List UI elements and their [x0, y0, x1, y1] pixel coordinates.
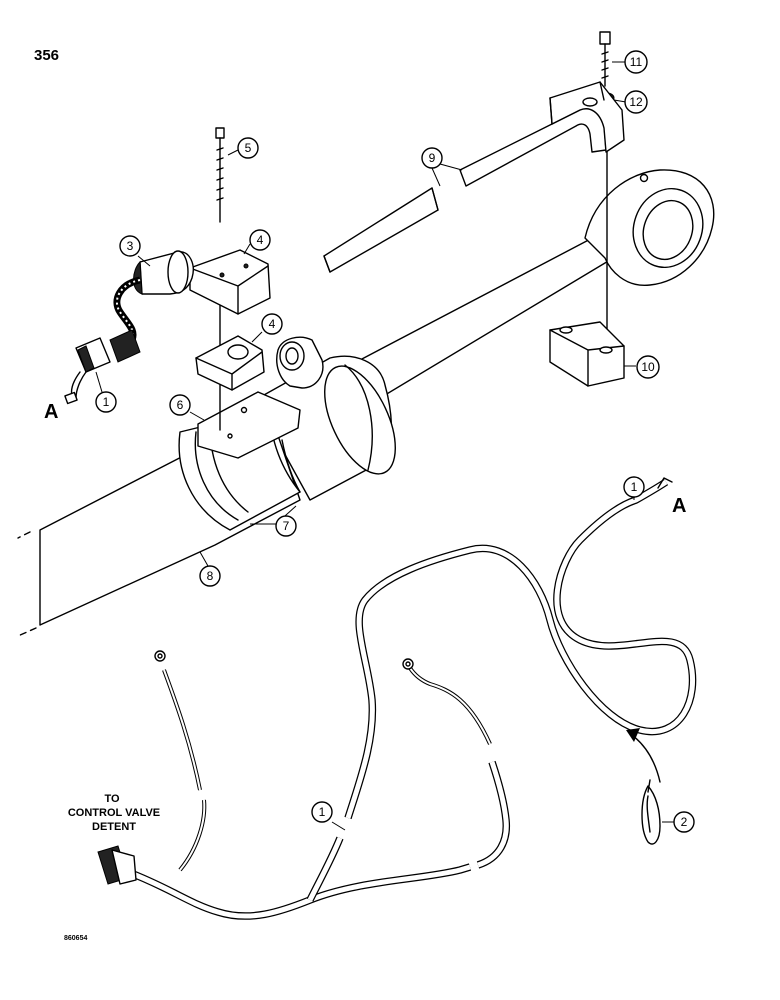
callout-9: 9: [429, 151, 436, 165]
callout-1-harness-right: 1: [631, 480, 638, 494]
callout-5: 5: [245, 141, 252, 155]
mounting-block-upper: [189, 249, 271, 315]
note-line-3: DETENT: [92, 821, 136, 833]
strap-install-arrow: [631, 734, 661, 783]
callout-12: 12: [629, 95, 643, 109]
callout-4-lower: 4: [269, 317, 276, 331]
bolt-11-head: [599, 31, 611, 45]
reference-a-right: A: [672, 495, 686, 517]
control-valve-note: TO CONTROL VALVE DETENT: [68, 793, 160, 833]
ring-terminal-right: [402, 658, 414, 670]
ring-terminal-left: [154, 650, 166, 662]
note-line-2: CONTROL VALVE: [68, 807, 160, 819]
switch-assembly: [64, 127, 271, 431]
cylinder-assembly: [17, 169, 715, 637]
callout-3: 3: [127, 239, 134, 253]
bracket-saddle: [197, 391, 301, 459]
reference-a-left: A: [44, 401, 58, 423]
note-line-1: TO: [104, 793, 120, 805]
drawing-number: 860654: [64, 935, 87, 942]
wire-harness: [97, 477, 697, 920]
callout-10: 10: [641, 360, 655, 374]
callout-6: 6: [177, 398, 184, 412]
bolt-5-head: [215, 127, 225, 139]
callout-8: 8: [207, 569, 214, 583]
page-number: 356: [34, 47, 59, 64]
magnet-assembly: [323, 31, 625, 387]
magnet-bar-bent: [459, 106, 607, 187]
callout-1-harness-lower: 1: [319, 805, 326, 819]
callout-4-upper: 4: [257, 233, 264, 247]
callout-1-connector: 1: [103, 395, 110, 409]
magnet-bar-straight: [323, 187, 439, 273]
saddle-block: [549, 321, 625, 387]
switch-connector: [109, 329, 141, 363]
callouts: 1 1 1 2 3 4 4 5 6: [95, 50, 695, 833]
callout-11: 11: [630, 55, 643, 69]
callout-7: 7: [283, 519, 290, 533]
strap: [626, 728, 661, 845]
callout-2: 2: [681, 815, 688, 829]
